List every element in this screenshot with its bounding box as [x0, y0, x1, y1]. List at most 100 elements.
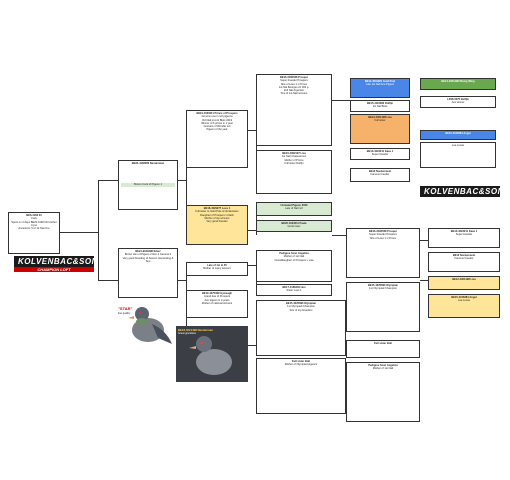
right7b-box[interactable]: Lee Lucas [420, 142, 496, 168]
ss-line: 3rd Natl prov'sl Blois 2019 [201, 118, 233, 122]
top-right-green[interactable]: BE13-4021498 Rising Wing [420, 78, 496, 90]
far-right-1-line: Super breeder [455, 233, 473, 237]
ds-box[interactable]: Late of 1st in 35 Mother of many winners [186, 262, 248, 276]
sd-line: Mother of top winners [204, 216, 230, 220]
connector-line [332, 235, 346, 236]
ddd-ring: Full sister Bolt [291, 360, 310, 363]
connector-line [98, 280, 118, 281]
dd-box[interactable]: BE19-4075399 Gymeagh Grand dau of Prospe… [186, 290, 248, 318]
right-lower-4[interactable]: Pedigree Scan Angelica Mother of 1st Nat… [346, 362, 420, 422]
dam-note: Brown Hen of Pigeon 2 Hen 4 Geneva 3 [124, 253, 172, 257]
ss-ring: BE19-4023211 Prince of Prospers [196, 112, 238, 115]
dd-ring: BE19-4075399 Gymeagh [202, 292, 232, 295]
grandsire-photo: BE18-4021498 Nenderman Great grandsire [176, 326, 248, 382]
dds-line: 1st Olympiad Champion [287, 305, 315, 309]
ssd-ring: BE16-4092197 Lisa [282, 152, 306, 155]
ss-line: 1st wins one in 1/2 pigeons [201, 115, 233, 119]
far-right-1[interactable]: BE13-4023211 Kaas 1 Super breeder [428, 228, 500, 248]
dss-line: Granddaughter of Prospers x Lisa [274, 258, 314, 262]
right5-ring: BE12 Nordenstein [368, 170, 392, 173]
sire-note: Brown Cock of Pigeon 1 [121, 183, 175, 187]
sdd-box[interactable]: BE20-4023211 Paula Good racer [256, 220, 332, 232]
ds-line: Mother of many winners [203, 267, 231, 271]
ddd-line: Mother of Olympiad pigeons [284, 363, 318, 367]
sss-line: Super breeder Prospers [280, 79, 308, 83]
far-right-4[interactable]: BE15-4016281 Angel Lee Lucas [428, 294, 500, 318]
dam-line2: Very good breeding of Sevcen Generating … [122, 256, 174, 263]
ssd-line: Full sister Dolfijn [284, 161, 304, 165]
sss-ring: BE16-3182568 Prosper [280, 76, 308, 79]
right6-box[interactable]: LR18-0075 Dolfijn Ace winner [420, 96, 496, 108]
right2-box[interactable]: BE15-4116382 Dolfijn 1st Nat Blois [350, 100, 410, 112]
connector-line [186, 130, 187, 230]
photo-caption: BE18-4021498 Nenderman [178, 328, 213, 332]
right6-ring: LR18-0075 Dolfijn [447, 98, 469, 101]
right2-line: 1st Nat Blois [372, 105, 388, 109]
dds-line: Sire of top breeders [289, 308, 313, 312]
sd-line: Very good breeder [206, 220, 228, 224]
dd-line: Mother of national winners [201, 301, 233, 305]
sd-ring: BE18-4029277 Loes 1 [203, 207, 231, 210]
sds-line: Late of Natl 1/2 [285, 207, 303, 211]
connector-line [98, 180, 99, 280]
dd-line: Grand dau of Prospers [203, 295, 231, 299]
connector-line [248, 230, 256, 231]
right-lower-1-line: Sire of Loes 1 x Prince [369, 236, 397, 240]
right4-box[interactable]: BE13-4023211 Kaas 1 Super breeder [350, 148, 410, 160]
star-sub: line quality [118, 312, 131, 315]
right-lower-3[interactable]: Full sister Bolt [346, 340, 420, 358]
right-lower-1[interactable]: BE16-3182568 Prosper Super breeder Prosp… [346, 228, 420, 278]
ssd-box[interactable]: BE16-4092197 Lisa 1st Natl Chateauroux M… [256, 150, 332, 194]
dsd-box[interactable]: BE17-4188432 Hen Sister Loes 1 [256, 284, 332, 296]
right-lower-2[interactable]: BE15-4025890 Olympian 1st Olympiad Champ… [346, 282, 420, 332]
dss-box[interactable]: Pedigree Scan Angelica Mother of 1st Nat… [256, 250, 332, 282]
connector-line [248, 130, 256, 131]
sss-line: Sire of 1st Natl winners [280, 92, 308, 96]
ss-line: Pigeon of the year [206, 128, 228, 132]
far-right-3[interactable]: BE12-4021498 Lisa [428, 276, 500, 290]
photo-caption2: Great grandsire [178, 332, 197, 335]
right-lower-3-ring: Full sister Bolt [373, 342, 392, 345]
ds-ring: Late of 1st in 35 [207, 264, 227, 267]
subject-box[interactable]: BE6-4166 23 Cock Spent on 2 days BE23-41… [8, 212, 60, 254]
right7-line: Lee Lucas [452, 144, 464, 147]
right7-box[interactable]: BE15-4016281 Angel [420, 130, 496, 140]
right1-box[interactable]: BE14-4019821 Gold Pole Late 1st Natl Ace… [350, 78, 410, 98]
right-lower-1-ring: BE16-3182568 Prosper [369, 230, 397, 233]
dss-line: Mother of 1st Natl [283, 255, 305, 259]
far-right-2[interactable]: BE12 Nordenstein Famous breeder [428, 252, 500, 272]
brand-logo-right: KOLVENBAC&SON [420, 186, 503, 197]
sss-line: Sire of Loes 1 x Prince [280, 82, 308, 86]
right3-box[interactable]: BE12-4021498 Lisa Full sister [350, 114, 410, 144]
right5-box[interactable]: BE12 Nordenstein Famous breeder [350, 168, 410, 182]
sdd-ring: BE20-4023211 Paula [281, 222, 307, 225]
right4-line: Super breeder [371, 153, 389, 157]
dsd-ring: BE17-4188432 Hen [282, 286, 306, 289]
sds-box[interactable]: Unmated Pigeon 2020 Late of Natl 1/2 [256, 202, 332, 216]
connector-line [58, 232, 98, 233]
right-lower-2-ring: BE15-4025890 Olympian [368, 284, 398, 287]
subject-ring: BE6-4166 23 [26, 214, 42, 217]
pigeon-icon [176, 326, 248, 382]
sdd-line: Good racer [287, 225, 301, 229]
connector-line [332, 100, 350, 101]
sire-box[interactable]: BE22-4166280 Nenderman Brown Cock of Pig… [118, 160, 178, 210]
dss-ring: Pedigree Scan Angelica [279, 252, 309, 255]
ddd-box[interactable]: Full sister Bolt Mother of Olympiad pige… [256, 358, 346, 414]
right-lower-1-line: Super breeder Prospers [369, 233, 397, 237]
far-right-1-ring: BE13-4023211 Kaas 1 [450, 230, 478, 233]
right3-ring: BE12-4021498 Lisa [368, 116, 392, 119]
ss-box[interactable]: BE19-4023211 Prince of Prospers 1st wins… [186, 110, 248, 168]
sss-box[interactable]: BE16-3182568 Prosper Super breeder Prosp… [256, 74, 332, 146]
connector-line [248, 265, 256, 266]
far-right-4-line: Lee Lucas [458, 299, 470, 303]
right4-ring: BE13-4023211 Kaas 1 [366, 150, 394, 153]
connector-line [420, 240, 428, 241]
connector-line [176, 180, 186, 181]
dam-box[interactable]: BE21-9043398 Silver Brown Hen of Pigeon … [118, 248, 178, 298]
ss-line: Gransire of Wonder Lol [203, 125, 231, 129]
sd-box[interactable]: BE18-4029277 Loes 1 Full sister to Gold … [186, 205, 248, 245]
dds-box[interactable]: BE15-4025890 Olympian 1st Olympiad Champ… [256, 300, 346, 356]
ss-line: Winner of 6 prizes in 1 year [201, 121, 233, 125]
star-label: "STAR" [118, 306, 133, 311]
